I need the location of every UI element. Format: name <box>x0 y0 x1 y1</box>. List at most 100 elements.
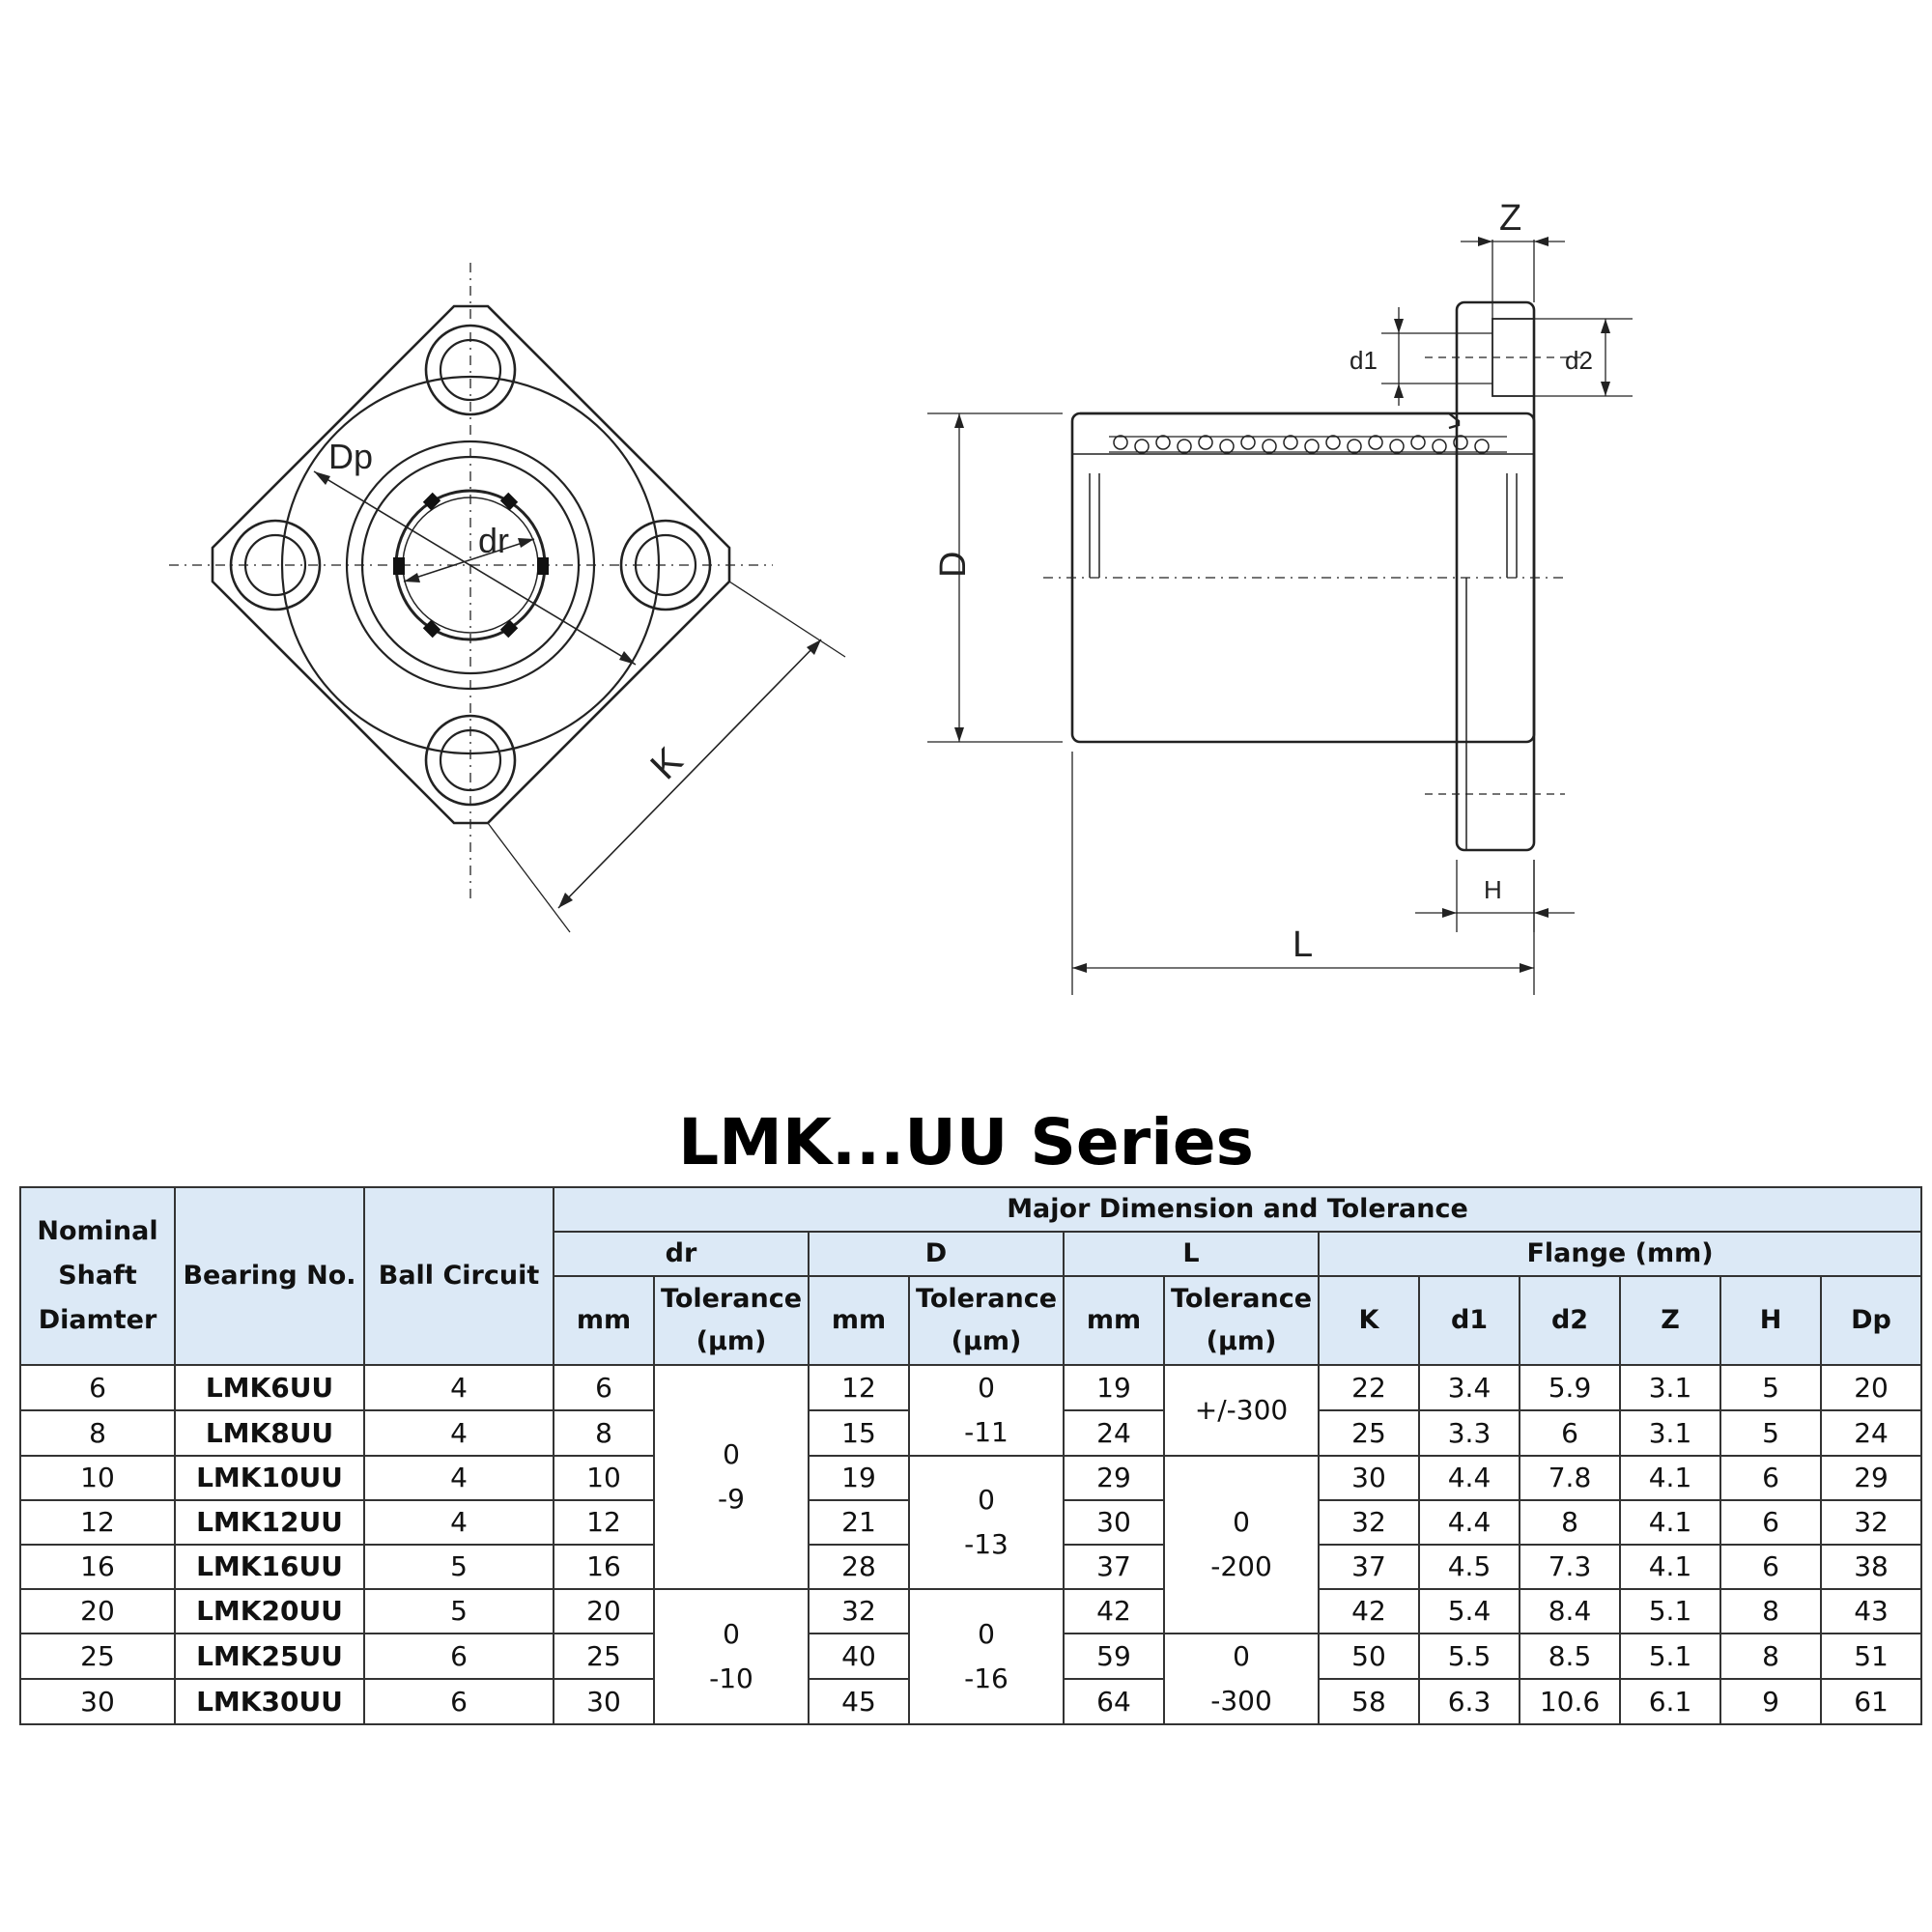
side-view <box>927 237 1633 995</box>
l-label: L <box>1293 924 1313 965</box>
cell-dr: 16 <box>553 1544 655 1590</box>
cell-D: 32 <box>808 1588 910 1634</box>
table-row: 25 LMK25UU 6 25 40 59 0 -300 50 5.5 8.5 … <box>19 1633 1923 1725</box>
cell-nominal: 12 <box>19 1499 176 1546</box>
cell-ball-circuit: 4 <box>363 1364 554 1411</box>
tol-upper: 0 <box>1233 1506 1250 1538</box>
cell-Z: 4.1 <box>1619 1455 1721 1501</box>
cell-d1: 4.4 <box>1418 1455 1520 1501</box>
cell-d2: 7.3 <box>1519 1544 1621 1590</box>
table-row: 6 LMK6UU 4 6 0 -9 12 0 -11 19 +/-300 22 … <box>19 1364 1923 1590</box>
cell-Dp: 61 <box>1819 1678 1923 1725</box>
d2-label: d2 <box>1565 346 1593 375</box>
cell-ball-circuit: 6 <box>363 1678 554 1725</box>
cell-D-tolerance: 0 -13 <box>908 1455 1065 1590</box>
series-title: LMK...UU Series <box>678 1105 1254 1179</box>
cell-d2: 10.6 <box>1519 1678 1621 1725</box>
table-row: 10 LMK10UU 4 10 19 0 -13 29 0 -200 30 4.… <box>19 1455 1923 1634</box>
cell-d2: 8.5 <box>1519 1633 1621 1680</box>
cell-K: 37 <box>1318 1544 1420 1590</box>
cell-ball-circuit: 5 <box>363 1544 554 1590</box>
cell-ball-circuit: 6 <box>363 1633 554 1680</box>
cell-Dp: 20 <box>1819 1364 1923 1411</box>
tol-upper: 0 <box>1233 1640 1250 1672</box>
tol-upper: 0 <box>978 1372 995 1404</box>
table-row: 30 LMK30UU 6 30 45 64 58 6.3 10.6 6.1 9 … <box>19 1678 1923 1725</box>
cell-bearing-no: LMK30UU <box>174 1678 365 1725</box>
cell-D-tolerance: 0 -11 <box>908 1364 1065 1457</box>
header-dr-tolerance: Tolerance (μm) <box>653 1275 810 1366</box>
header-Dp: Dp <box>1819 1275 1923 1366</box>
header-dr-mm: mm <box>553 1275 655 1366</box>
header-d2: d2 <box>1519 1275 1621 1366</box>
cell-L-tolerance: 0 -300 <box>1163 1633 1320 1725</box>
cell-H: 9 <box>1719 1678 1822 1725</box>
cell-L: 29 <box>1063 1455 1165 1501</box>
cell-Z: 4.1 <box>1619 1499 1721 1546</box>
cell-dr: 30 <box>553 1678 655 1725</box>
header-L-mm: mm <box>1063 1275 1165 1366</box>
table-row: 20 LMK20UU 5 20 0 -10 32 0 -16 42 42 5.4… <box>19 1588 1923 1725</box>
cell-H: 8 <box>1719 1588 1822 1634</box>
header-K: K <box>1318 1275 1420 1366</box>
cell-L: 42 <box>1063 1588 1165 1634</box>
cell-H: 5 <box>1719 1364 1822 1411</box>
cell-bearing-no: LMK6UU <box>174 1364 365 1411</box>
front-view <box>169 263 846 933</box>
cell-K: 58 <box>1318 1678 1420 1725</box>
header-D-tolerance: Tolerance (μm) <box>908 1275 1065 1366</box>
cell-dr: 20 <box>553 1588 655 1634</box>
d1-label: d1 <box>1350 346 1378 375</box>
d-label: D <box>933 552 974 578</box>
cell-d2: 7.8 <box>1519 1455 1621 1501</box>
cell-bearing-no: LMK25UU <box>174 1633 365 1680</box>
cell-nominal: 25 <box>19 1633 176 1680</box>
cell-Z: 3.1 <box>1619 1409 1721 1457</box>
cell-L: 37 <box>1063 1544 1165 1590</box>
cell-L: 24 <box>1063 1409 1165 1457</box>
cell-dr: 10 <box>553 1455 655 1501</box>
cell-H: 5 <box>1719 1409 1822 1457</box>
cell-K: 22 <box>1318 1364 1420 1411</box>
cell-dr-tolerance: 0 -9 <box>653 1364 810 1590</box>
cell-D-tolerance: 0 -16 <box>908 1588 1065 1725</box>
cell-ball-circuit: 4 <box>363 1499 554 1546</box>
cell-Z: 3.1 <box>1619 1364 1721 1411</box>
cell-H: 6 <box>1719 1544 1822 1590</box>
tol-lower: -13 <box>964 1528 1009 1560</box>
cell-D: 19 <box>808 1455 910 1501</box>
cell-Dp: 29 <box>1819 1455 1923 1501</box>
cell-dr-tolerance: 0 -10 <box>653 1588 810 1725</box>
tol-lower: -10 <box>709 1662 753 1694</box>
cell-K: 32 <box>1318 1499 1420 1546</box>
header-L-tolerance: Tolerance (μm) <box>1163 1275 1320 1366</box>
tol-upper: 0 <box>978 1484 995 1516</box>
tol-lower: -11 <box>964 1416 1009 1448</box>
cell-nominal: 20 <box>19 1588 176 1634</box>
spec-table: Nominal Shaft Diamter Bearing No. Ball C… <box>19 1186 1923 1725</box>
cell-H: 6 <box>1719 1455 1822 1501</box>
cell-Z: 6.1 <box>1619 1678 1721 1725</box>
table-row: 16 LMK16UU 5 16 28 37 37 4.5 7.3 4.1 6 3… <box>19 1544 1923 1590</box>
cell-d1: 5.5 <box>1418 1633 1520 1680</box>
cell-d2: 5.9 <box>1519 1364 1621 1411</box>
cell-d1: 3.3 <box>1418 1409 1520 1457</box>
header-bearing-no: Bearing No. <box>174 1186 365 1366</box>
cell-d1: 6.3 <box>1418 1678 1520 1725</box>
cell-H: 8 <box>1719 1633 1822 1680</box>
cell-K: 42 <box>1318 1588 1420 1634</box>
cell-Z: 4.1 <box>1619 1544 1721 1590</box>
cell-ball-circuit: 5 <box>363 1588 554 1634</box>
cell-dr: 25 <box>553 1633 655 1680</box>
cell-Dp: 51 <box>1819 1633 1923 1680</box>
tol-lower: -200 <box>1210 1550 1272 1582</box>
header-L: L <box>1063 1231 1320 1277</box>
dr-label: dr <box>478 521 509 560</box>
cell-d2: 8 <box>1519 1499 1621 1546</box>
cell-ball-circuit: 4 <box>363 1455 554 1501</box>
header-flange: Flange (mm) <box>1317 1231 1923 1277</box>
cell-d2: 6 <box>1519 1409 1621 1457</box>
cell-L: 30 <box>1063 1499 1165 1546</box>
cell-bearing-no: LMK20UU <box>174 1588 365 1634</box>
header-D-mm: mm <box>808 1275 910 1366</box>
